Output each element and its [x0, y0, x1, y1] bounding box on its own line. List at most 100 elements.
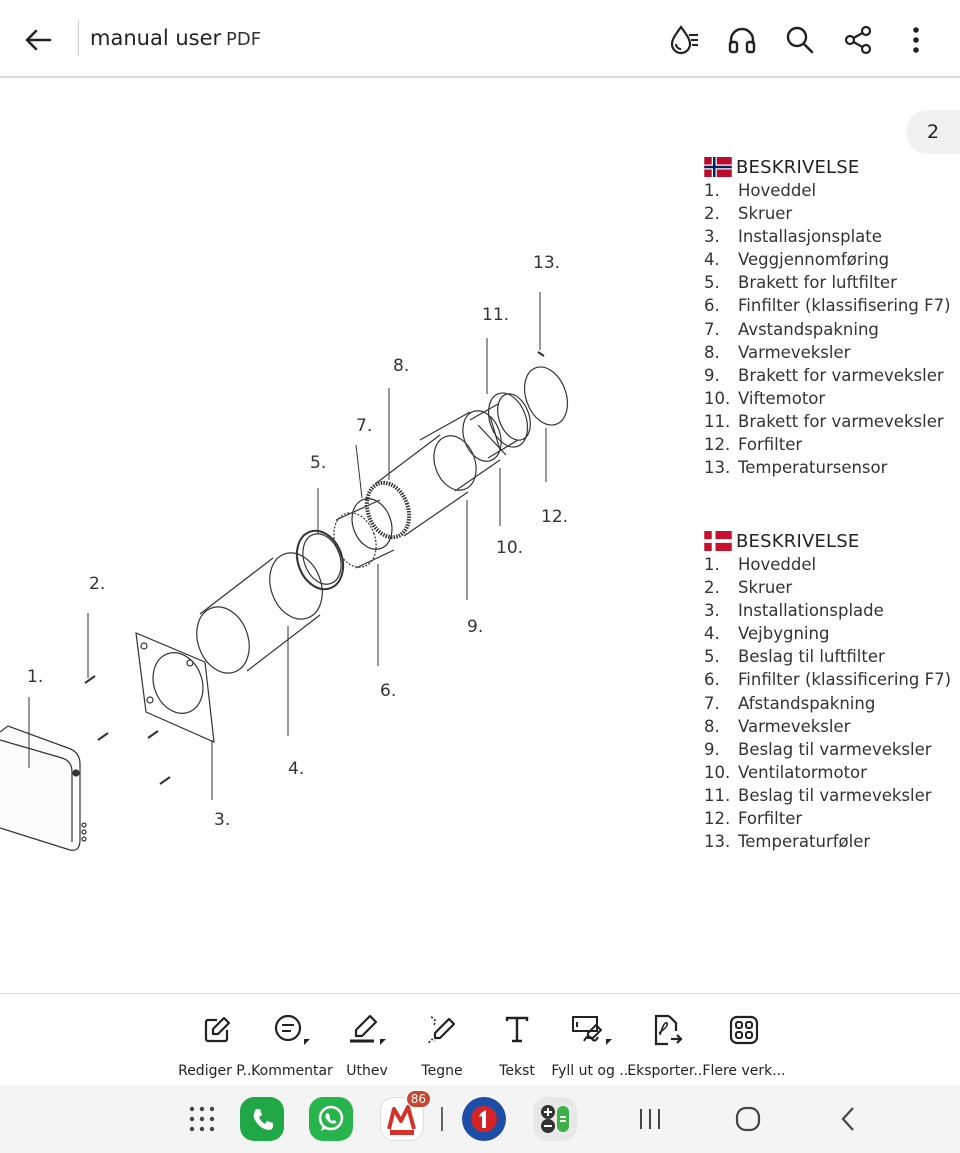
list-item-number: 4.	[704, 250, 720, 270]
list-item-number: 11.	[704, 411, 731, 431]
tool-comment[interactable]: Kommentar	[250, 1012, 334, 1079]
fine-filter-part	[333, 499, 395, 569]
read-aloud-button[interactable]	[722, 20, 762, 60]
list-item-text: Hoveddel	[738, 555, 817, 574]
list-item: 12. Forfilter	[704, 807, 951, 830]
list-item-number: 5.	[704, 647, 720, 667]
list-item-text: Beslag til varmeveksler	[738, 739, 932, 759]
diagram-label-7: 7.	[356, 416, 372, 436]
app-drawer-button[interactable]	[180, 1097, 224, 1141]
back-button[interactable]	[18, 20, 58, 60]
tool-export-pdf[interactable]: Eksporter...	[625, 1012, 709, 1079]
list-item-text: Finfilter (klassificering F7)	[738, 670, 952, 690]
list-item-number: 1.	[704, 555, 720, 574]
list-item-number: 8.	[704, 716, 720, 736]
document-title[interactable]: manual user	[90, 26, 222, 50]
more-options-button[interactable]	[896, 20, 936, 60]
list-item: 4. Veggjennomføring	[704, 248, 951, 271]
description-heading: BESKRIVELSE	[704, 529, 951, 553]
list-item: 10.Viftemotor	[704, 387, 951, 410]
list-item-number: 10.	[704, 388, 731, 408]
liquid-mode-button[interactable]	[664, 20, 704, 60]
recents-button[interactable]	[628, 1099, 672, 1139]
list-item: 9. Beslag til varmeveksler	[704, 738, 951, 761]
text-icon	[505, 1016, 529, 1043]
list-item: 3. Installationsplade	[704, 599, 951, 622]
page-number-badge[interactable]: 2	[906, 110, 960, 154]
list-item-text: Forfilter	[738, 809, 803, 829]
diagram-label-2: 2.	[89, 574, 105, 594]
list-item: 12. Forfilter	[704, 433, 951, 456]
tool-highlight[interactable]: Uthev	[325, 1012, 409, 1079]
list-item-text: Installasjonsplate	[738, 227, 882, 247]
calculator-app-icon	[541, 1105, 569, 1133]
pre-filter-part	[523, 366, 569, 426]
list-item-number: 1.	[704, 181, 720, 200]
list-item: 2.Skruer	[704, 202, 951, 225]
list-item-text: Afstandspakning	[738, 693, 876, 713]
recents-icon	[640, 1109, 660, 1129]
notification-badge: 86	[405, 1090, 431, 1108]
title-divider	[78, 20, 79, 56]
list-item: 13.Temperaturføler	[704, 830, 951, 853]
list-item-number: 12.	[704, 435, 731, 455]
tool-more-tools[interactable]: Flere verk...	[702, 1012, 786, 1079]
list-item: 2.Skruer	[704, 576, 951, 599]
temperature-sensor-part	[537, 351, 545, 357]
system-nav-bar: 86	[0, 1085, 960, 1153]
m-trade-app[interactable]: 86	[380, 1090, 431, 1141]
bottom-tools-bar: Rediger P... Kommentar Uthev Tegne Tekst…	[0, 993, 960, 1085]
list-item: 11.Beslag til varmeveksler	[704, 784, 951, 807]
list-item: 7.Afstandspakning	[704, 692, 951, 715]
more-tools-icon	[729, 1015, 759, 1045]
one-app[interactable]	[462, 1097, 506, 1141]
list-item: 9.Brakett for varmeveksler	[704, 364, 951, 387]
home-icon	[735, 1106, 761, 1132]
list-item-text: Forfilter	[738, 435, 803, 455]
tool-edit-pdf[interactable]: Rediger P...	[175, 1012, 259, 1079]
list-item-number: 5.	[704, 273, 720, 293]
list-item-number: 12.	[704, 809, 731, 829]
system-back-button[interactable]	[826, 1099, 870, 1139]
list-item-number: 9.	[704, 739, 720, 759]
list-item-number: 11.	[704, 785, 731, 805]
whatsapp-app[interactable]	[309, 1097, 353, 1141]
list-item-text: Veggjennomføring	[738, 250, 890, 270]
list-item-number: 2.	[704, 578, 720, 598]
home-button[interactable]	[726, 1099, 770, 1139]
list-item: 11. Brakett for varmeveksler	[704, 410, 951, 433]
list-item-number: 7.	[704, 319, 720, 339]
filter-bracket-part	[295, 529, 345, 591]
document-type: PDF	[226, 29, 262, 50]
calculator-app[interactable]	[533, 1097, 577, 1141]
list-item-number: 3.	[704, 601, 720, 621]
highlight-icon	[350, 1014, 386, 1045]
list-item-text: Skruer	[738, 204, 793, 224]
list-item-text: Brakett for luftfilter	[738, 273, 897, 293]
phone-app[interactable]	[240, 1097, 284, 1141]
share-button[interactable]	[838, 20, 878, 60]
list-item: 10.Ventilatormotor	[704, 761, 951, 784]
pdf-page[interactable]: 2	[0, 80, 960, 992]
tool-text[interactable]: Tekst	[475, 1012, 559, 1079]
m-app-icon	[387, 1105, 416, 1135]
diagram-label-13: 13.	[533, 253, 560, 273]
fill-sign-icon	[572, 1016, 612, 1045]
liquid-mode-icon	[670, 25, 698, 55]
diagram-label-10: 10.	[496, 538, 523, 558]
spacer-part	[351, 498, 393, 550]
export-pdf-icon	[654, 1014, 683, 1046]
tool-fill-sign[interactable]: Fyll ut og ...	[550, 1012, 634, 1079]
list-item: 6. Finfilter (klassificering F7)	[704, 668, 951, 691]
tool-draw[interactable]: Tegne	[400, 1012, 484, 1079]
list-item: 13.Temperatursensor	[704, 456, 951, 479]
list-item-text: Varmeveksler	[738, 342, 851, 362]
list-item-number: 4.	[704, 624, 720, 644]
search-button[interactable]	[780, 20, 820, 60]
list-item-number: 6.	[704, 670, 720, 690]
list-item-text: Brakett for varmeveksler	[738, 411, 944, 431]
list-item-text: Finfilter (klassifisering F7)	[738, 296, 951, 316]
list-item-text: Installationsplade	[738, 601, 884, 621]
